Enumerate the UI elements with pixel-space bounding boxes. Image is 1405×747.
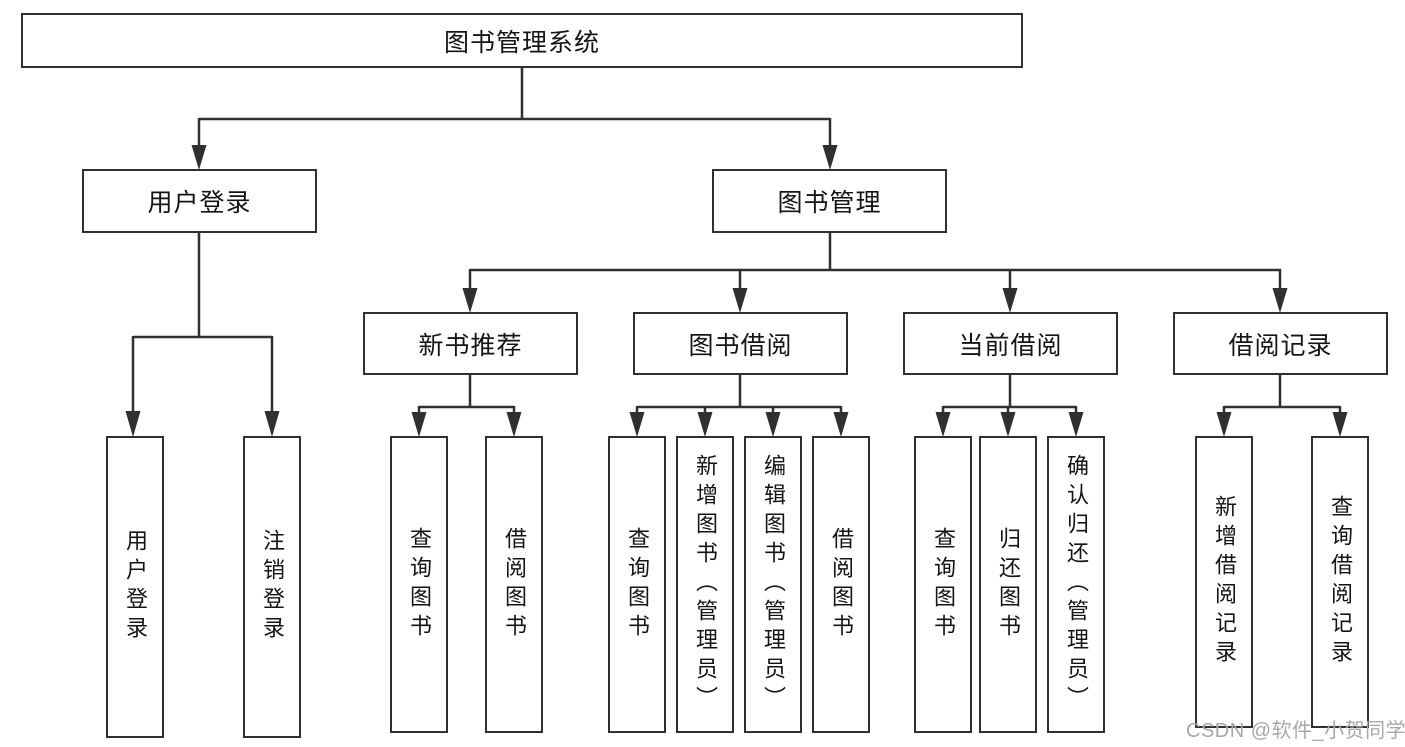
leaf-br-add-record: 新增借阅记录 [1195,436,1253,728]
leaf-bb-edit-book-admin-label: 编辑图书（管理员） [761,454,786,715]
leaf-bb-edit-book-admin: 编辑图书（管理员） [744,436,802,733]
csdn-watermark: CSDN @软件_小贺同学 [1186,720,1405,742]
leaf-bb-add-book-admin: 新增图书（管理员） [676,436,734,733]
node-book-management-label: 图书管理 [777,189,882,217]
leaf-user-login-label: 用户登录 [123,529,148,645]
node-borrow-record-label: 借阅记录 [1228,331,1333,360]
node-book-borrow-label: 图书借阅 [688,331,793,360]
leaf-bb-query-book: 查询图书 [608,436,666,733]
node-new-book-recommend: 新书推荐 [363,312,578,375]
node-book-borrow: 图书借阅 [633,312,848,375]
leaf-bb-borrow-book: 借阅图书 [812,436,870,733]
node-user-login: 用户登录 [82,169,317,233]
edge-book-mgmt-bus [468,233,1282,290]
edge-book-borrow-bus [635,375,843,414]
leaf-br-add-record-label: 新增借阅记录 [1212,495,1237,669]
leaf-cb-query-book: 查询图书 [914,436,972,733]
node-root-label: 图书管理系统 [443,28,600,57]
leaf-nbr-query-book-label: 查询图书 [407,526,432,643]
node-new-book-recommend-label: 新书推荐 [418,331,523,360]
arrowheads [125,145,1348,437]
edge-new-book-rec-bus [417,375,516,414]
leaf-nbr-query-book: 查询图书 [390,436,448,733]
leaf-user-login: 用户登录 [106,436,164,738]
node-borrow-record: 借阅记录 [1173,312,1388,375]
node-book-management: 图书管理 [712,169,947,233]
leaf-br-query-record-label: 查询借阅记录 [1328,495,1353,669]
leaf-cb-return-book: 归还图书 [979,436,1037,733]
leaf-nbr-borrow-book-label: 借阅图书 [502,526,527,643]
leaf-cb-confirm-return-admin: 确认归还（管理员） [1047,436,1105,733]
leaf-logout-label: 注销登录 [260,529,285,645]
leaf-cb-confirm-return-admin-label: 确认归还（管理员） [1064,454,1089,715]
node-user-login-label: 用户登录 [147,189,252,217]
leaf-br-query-record: 查询借阅记录 [1311,436,1369,728]
leaf-logout: 注销登录 [243,436,301,738]
edge-user-login-bus [131,233,274,412]
node-current-borrow: 当前借阅 [903,312,1118,375]
leaf-bb-borrow-book-label: 借阅图书 [829,526,854,643]
edge-borrow-record-bus [1222,375,1342,414]
leaf-bb-query-book-label: 查询图书 [625,526,650,643]
leaf-cb-return-book-label: 归还图书 [996,526,1021,643]
edge-root-bus [197,68,832,147]
edge-current-borrow-bus [941,375,1078,414]
leaf-cb-query-book-label: 查询图书 [931,526,956,643]
node-current-borrow-label: 当前借阅 [958,331,1063,360]
node-root: 图书管理系统 [21,13,1023,68]
leaf-bb-add-book-admin-label: 新增图书（管理员） [693,454,718,715]
leaf-nbr-borrow-book: 借阅图书 [485,436,543,733]
